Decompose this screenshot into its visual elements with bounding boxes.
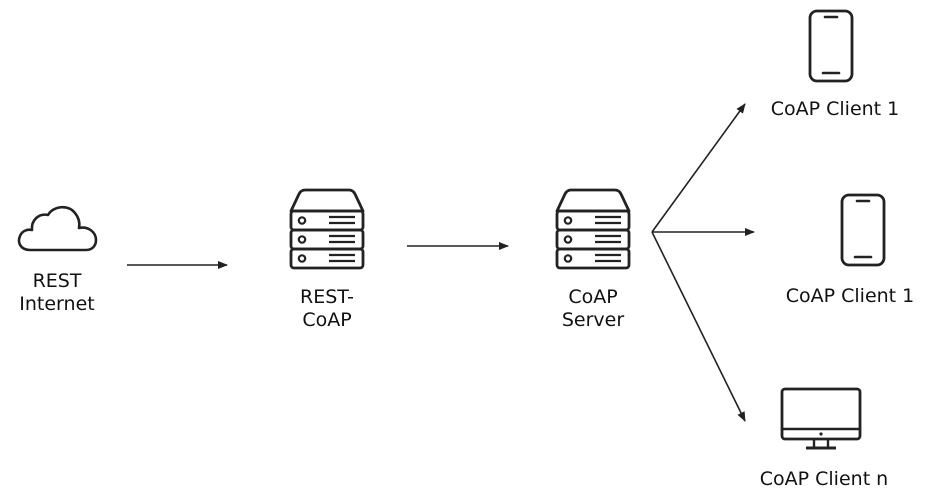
server-label: CoAP Server	[538, 286, 648, 332]
smartphone-icon	[808, 9, 854, 83]
client-mid-label: CoAP Client 1	[785, 285, 915, 307]
proxy-label-line-2: CoAP	[302, 309, 352, 331]
server-label-line-2: Server	[561, 309, 625, 331]
desktop-monitor-icon	[780, 387, 862, 450]
server-stack-icon	[289, 188, 365, 270]
server-label-line-1: CoAP	[568, 286, 618, 308]
client-top-label: CoAP Client 1	[770, 98, 900, 120]
internet-label-line-2: Internet	[19, 293, 95, 315]
arrow-server-to-client-bottom	[651, 231, 746, 422]
internet-label-line-1: REST	[32, 270, 82, 292]
internet-label: REST Internet	[2, 270, 112, 316]
arrow-server-to-client-top	[651, 103, 746, 233]
proxy-label-line-1: REST-	[300, 286, 354, 308]
cloud-icon	[17, 205, 98, 252]
client-bottom-label: CoAP Client n	[759, 468, 889, 490]
smartphone-icon	[840, 193, 886, 267]
proxy-label: REST- CoAP	[272, 286, 382, 332]
server-stack-icon	[555, 188, 631, 270]
